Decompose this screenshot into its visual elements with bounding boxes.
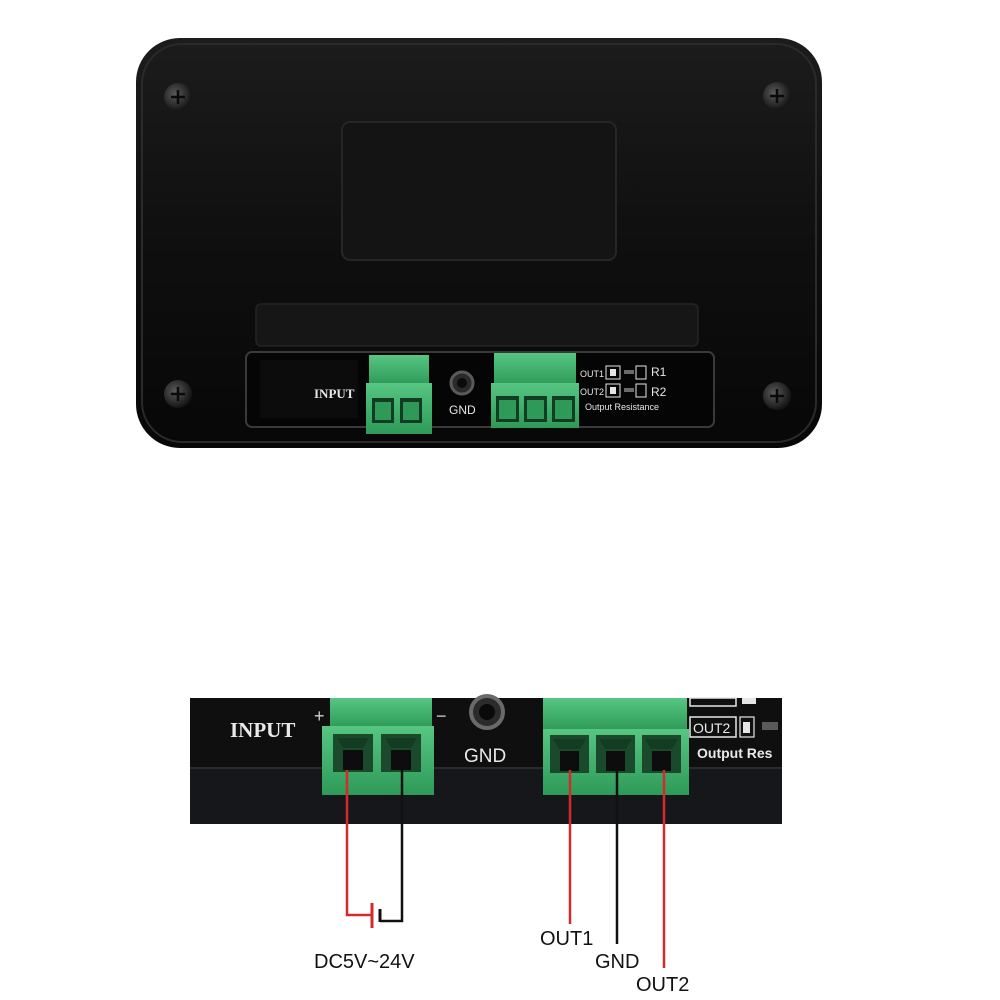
closeup-gnd-jack [469,694,505,730]
plus-sign: + [314,706,325,726]
output-resistance-jumpers: OUT1 R1 OUT2 R2 Output Resistance [580,365,667,412]
closeup-jumper-area: OUT2 Output Res [689,697,778,761]
svg-text:R2: R2 [651,385,667,399]
gnd-label: GND [449,403,476,417]
input-terminal-block [366,355,432,434]
closeup-input-terminal [322,698,434,795]
closeup-output-res-label: Output Res [697,745,773,761]
battery-icon [370,903,382,928]
out2-label: OUT2 [636,974,689,996]
out1-label: OUT1 [540,928,593,950]
closeup-gnd-label: GND [464,746,506,767]
gnd-jack [449,370,475,396]
svg-text:R1: R1 [651,365,667,379]
gnd-wire-label: GND [595,951,639,973]
vent-slot [255,303,699,347]
wiring-diagram: DC5V~24V OUT1 GND OUT2 [314,770,689,996]
label-recess [341,121,617,261]
closeup-input-label: INPUT [230,718,295,742]
device-rear-view: INPUT GND OUT1 [136,38,822,448]
svg-text:OUT1: OUT1 [580,369,604,379]
svg-text:OUT2: OUT2 [693,720,731,736]
terminal-panel [245,351,715,428]
power-positive-wire [345,770,372,917]
closeup-view: INPUT + − GND [190,694,782,824]
screw-icon [763,82,791,110]
power-label: DC5V~24V [314,951,415,973]
input-label: INPUT [314,386,355,401]
screw-icon [763,382,791,410]
svg-text:OUT2: OUT2 [580,387,604,397]
svg-text:Output Resistance: Output Resistance [585,402,659,412]
screw-icon [164,380,192,408]
screw-icon [164,83,192,111]
power-negative-wire [380,770,404,923]
minus-sign: − [436,706,447,726]
output-terminal-block [491,353,579,428]
